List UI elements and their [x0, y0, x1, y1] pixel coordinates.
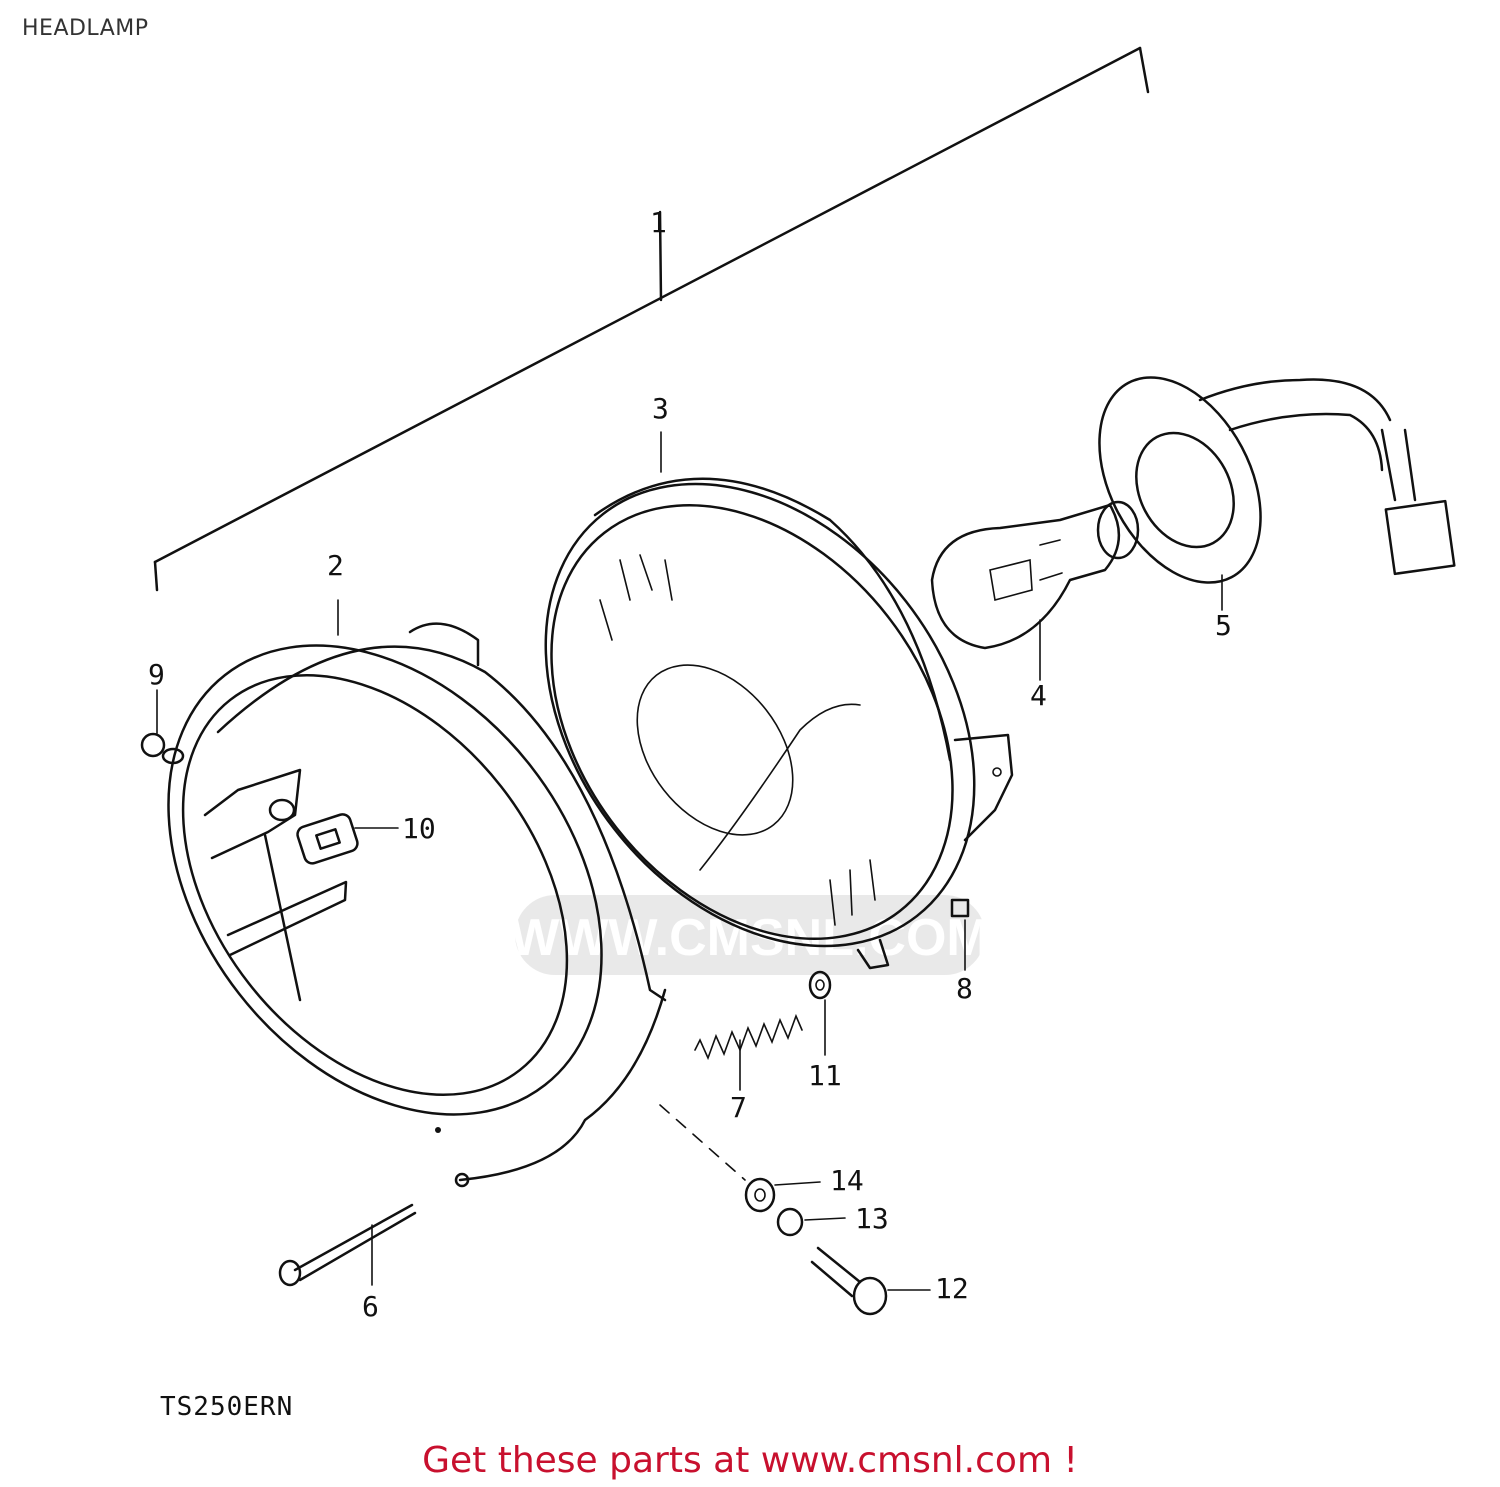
part-sealed-beam-unit [544, 477, 1014, 970]
callout-11: 11 [808, 1059, 842, 1092]
callout-10: 10 [402, 812, 436, 845]
callout-6: 6 [362, 1290, 379, 1323]
leader-lines [156, 431, 1223, 1291]
part-headlamp-rim [167, 622, 667, 1188]
part-washer [808, 970, 832, 1000]
callout-4: 4 [1030, 679, 1047, 712]
part-flat-washer [744, 1177, 776, 1213]
callout-1: 1 [650, 206, 667, 239]
callout-5: 5 [1215, 609, 1232, 642]
watermark-text: WWW.CMSNL.COM [510, 909, 989, 967]
part-nut [950, 898, 970, 918]
part-bulb [930, 500, 1140, 650]
watermark-logo: WWW.CMSNL.COM [510, 895, 990, 975]
callout-2: 2 [327, 549, 344, 582]
part-screw [278, 1203, 417, 1287]
callout-13: 13 [855, 1202, 889, 1235]
callout-9: 9 [148, 658, 165, 691]
callout-3: 3 [652, 392, 669, 425]
callout-7: 7 [730, 1091, 747, 1124]
model-code: TS250ERN [160, 1392, 294, 1422]
part-lock-washer [776, 1207, 804, 1237]
callout-12: 12 [935, 1272, 969, 1305]
part-spring [694, 1013, 803, 1061]
callout-14: 14 [830, 1164, 864, 1197]
part-bolt [810, 1246, 888, 1316]
page-title: HEADLAMP [22, 16, 149, 41]
callout-8: 8 [956, 972, 973, 1005]
promo-link[interactable]: Get these parts at www.cmsnl.com ! [422, 1440, 1078, 1481]
assembly-bracket [153, 46, 1150, 592]
part-small-screw [140, 732, 185, 765]
part-bulb-socket [1098, 376, 1456, 584]
